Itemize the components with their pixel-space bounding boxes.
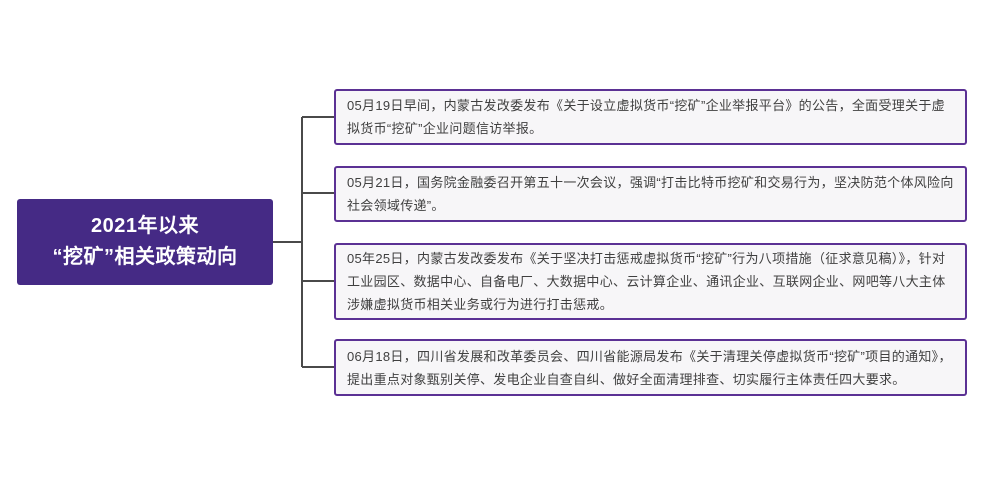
root-title-line2: “挖矿”相关政策动向: [52, 246, 238, 268]
policy-node-text: 05年25日，内蒙古发改委发布《关于坚决打击惩戒虚拟货币“挖矿”行为八项措施（征…: [347, 251, 946, 312]
root-node: 2021年以来 “挖矿”相关政策动向: [17, 199, 273, 285]
policy-node-jun18: 06月18日，四川省发展和改革委员会、四川省能源局发布《关于清理关停虚拟货币“挖…: [334, 339, 967, 396]
root-title-line1: 2021年以来: [91, 215, 199, 237]
policy-node-text: 05月19日早间，内蒙古发改委发布《关于设立虚拟货币“挖矿”企业举报平台》的公告…: [347, 98, 945, 136]
policy-node-text: 05月21日，国务院金融委召开第五十一次会议，强调“打击比特币挖矿和交易行为，坚…: [347, 175, 954, 213]
policy-node-may19: 05月19日早间，内蒙古发改委发布《关于设立虚拟货币“挖矿”企业举报平台》的公告…: [334, 89, 967, 145]
policy-node-may25: 05年25日，内蒙古发改委发布《关于坚决打击惩戒虚拟货币“挖矿”行为八项措施（征…: [334, 243, 967, 320]
policy-node-text: 06月18日，四川省发展和改革委员会、四川省能源局发布《关于清理关停虚拟货币“挖…: [347, 348, 952, 387]
policy-node-may21: 05月21日，国务院金融委召开第五十一次会议，强调“打击比特币挖矿和交易行为，坚…: [334, 166, 967, 222]
